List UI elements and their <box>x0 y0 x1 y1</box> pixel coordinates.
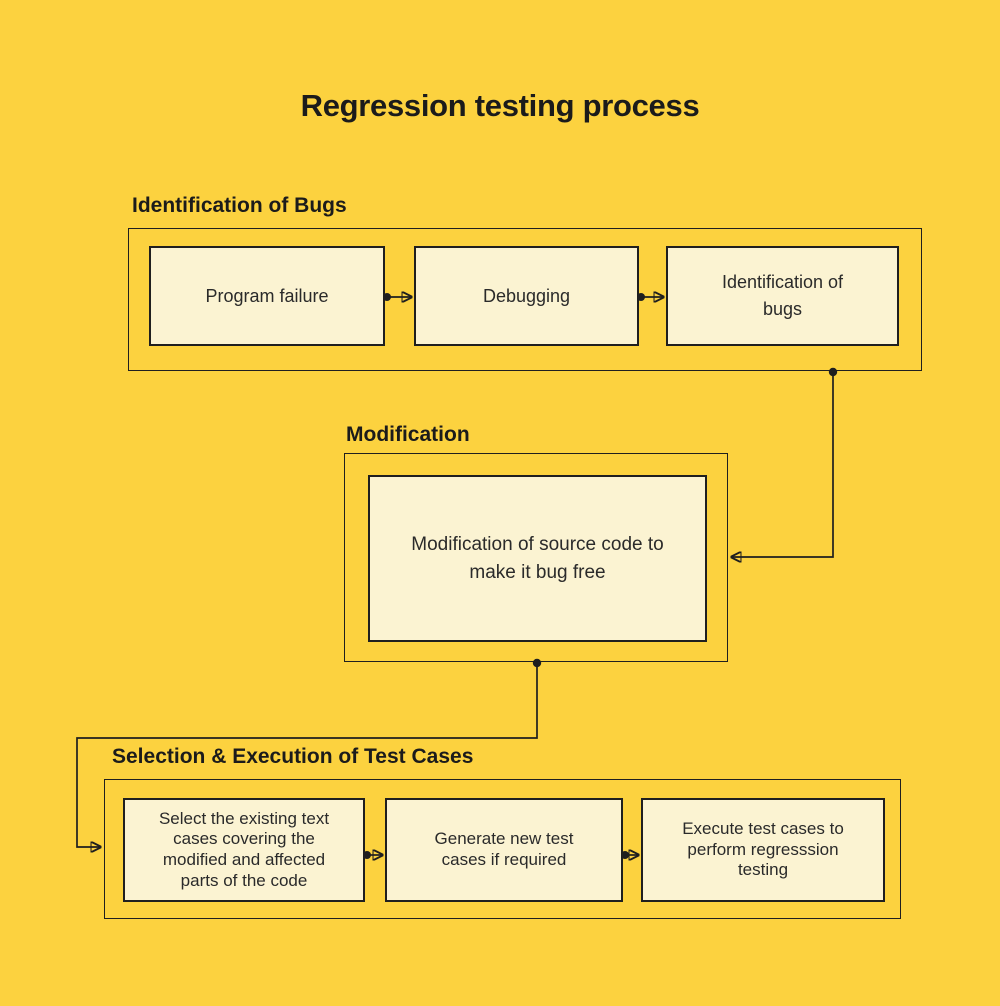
node-identification-of-bugs: Identification of bugs <box>666 246 899 346</box>
section-heading-selection-execution: Selection & Execution of Test Cases <box>112 745 474 768</box>
node-modification-of-source-code: Modification of source code to make it b… <box>368 475 707 642</box>
diagram-title: Regression testing process <box>300 88 700 123</box>
node-execute-test-cases: Execute test cases to perform regresssio… <box>641 798 885 902</box>
node-generate-new-test-cases-label: Generate new test cases if required <box>434 829 574 869</box>
node-execute-test-cases-label: Execute test cases to perform regresssio… <box>682 818 844 880</box>
node-select-existing-test-cases: Select the existing text cases covering … <box>123 798 365 902</box>
node-program-failure: Program failure <box>149 246 385 346</box>
section-container-identification-of-bugs <box>128 228 922 371</box>
node-debugging-label: Debugging <box>482 285 571 306</box>
node-program-failure-label: Program failure <box>205 285 329 306</box>
node-debugging: Debugging <box>414 246 639 346</box>
node-modification-of-source-code-label: Modification of source code to make it b… <box>411 533 664 583</box>
section-heading-identification-of-bugs: Identification of Bugs <box>132 194 347 217</box>
section-heading-modification: Modification <box>346 423 470 446</box>
node-generate-new-test-cases: Generate new test cases if required <box>385 798 623 902</box>
node-identification-of-bugs-label: Identification of bugs <box>721 272 844 319</box>
connector-bugs-group-to-modification-group <box>732 367 838 557</box>
node-select-existing-test-cases-label: Select the existing text cases covering … <box>158 808 330 890</box>
